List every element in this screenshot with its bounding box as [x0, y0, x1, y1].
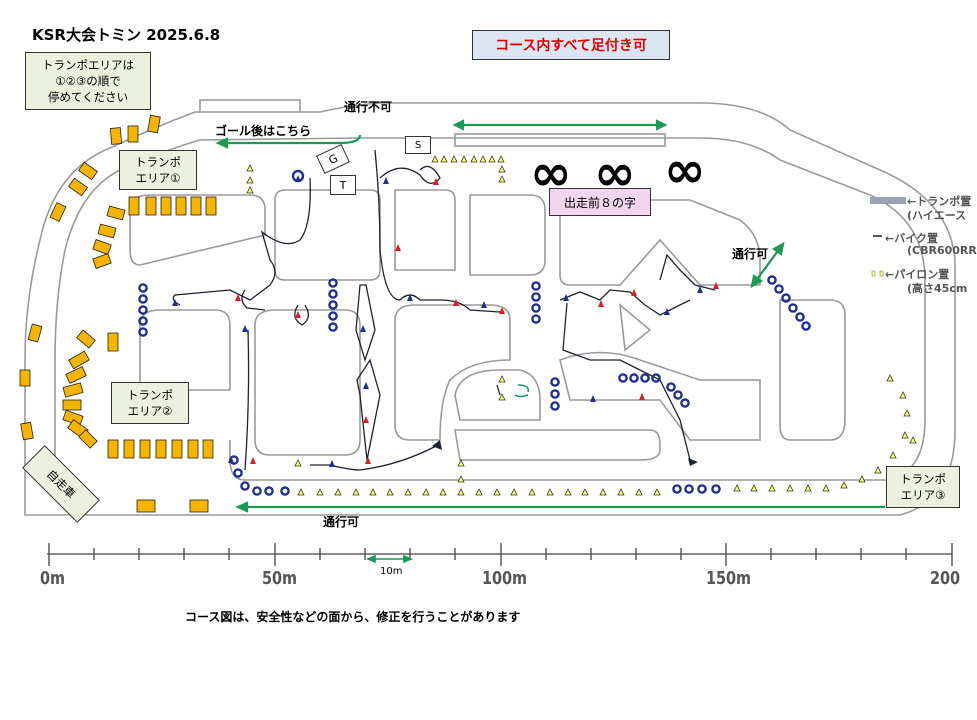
legend-transpo-sub: (ハイエース: [907, 209, 967, 222]
legend-pylon: ←パイロン置: [885, 268, 950, 281]
transpo-note-line-3: 停めてください: [47, 90, 129, 104]
ruler-label-150: 150m: [706, 568, 752, 589]
figure8-mark-3: ∞: [664, 141, 706, 199]
pass-right-label: 通行可: [732, 247, 769, 261]
page-title: KSR大会トミン 2025.6.8: [32, 26, 221, 44]
ruler-label-100: 100m: [482, 568, 528, 589]
pass-bottom-label: 通行可: [323, 515, 360, 529]
legend-transpo: ←トランポ置: [907, 195, 972, 208]
figure8-mark-1: ∞: [530, 144, 572, 202]
transpo-note-line-2: ①②③の順で: [55, 74, 121, 88]
transpo-note-box: トランポエリアは ①②③の順で 停めてください: [25, 52, 151, 110]
goal-after-label: ゴール後はこちら: [215, 124, 312, 138]
ruler-label-50: 50m: [262, 568, 298, 589]
figure8-mark-2: ∞: [594, 144, 636, 202]
inner-track: [54, 137, 926, 495]
no-pass-label: 通行不可: [344, 100, 393, 114]
notice-banner: コース内すべて足付き可: [472, 30, 670, 60]
start-marker: S: [405, 136, 431, 154]
transpo-area-3: トランポ エリア③: [886, 466, 960, 508]
ruler-label-0: 0m: [40, 568, 66, 589]
area-1-line-1: トランポ: [135, 155, 181, 169]
ruler-scale-label: 10m: [380, 566, 403, 577]
footer-note: コース図は、安全性などの面から、修正を行うことがあります: [185, 610, 521, 624]
ruler-label-200: 200: [930, 568, 961, 589]
area-1-line-2: エリア①: [135, 171, 181, 185]
transpo-area-2: トランポ エリア②: [111, 382, 189, 424]
transpo-note-line-1: トランポエリアは: [42, 58, 134, 72]
pre-start-note: 出走前８の字: [549, 188, 651, 216]
outer-track: [24, 102, 956, 516]
area-3-line-1: トランポ: [900, 472, 946, 486]
legend-bike-sub: (CBR600RR: [907, 244, 977, 257]
area-3-line-2: エリア③: [900, 488, 946, 502]
legend-bike: ←バイク置: [885, 232, 938, 245]
transpo-area-1: トランポ エリア①: [119, 150, 197, 190]
timer-marker: T: [330, 175, 356, 195]
legend-pylon-sub: (高さ45cm: [907, 282, 968, 295]
area-2-line-2: エリア②: [127, 404, 173, 418]
area-2-line-1: トランポ: [127, 388, 173, 402]
